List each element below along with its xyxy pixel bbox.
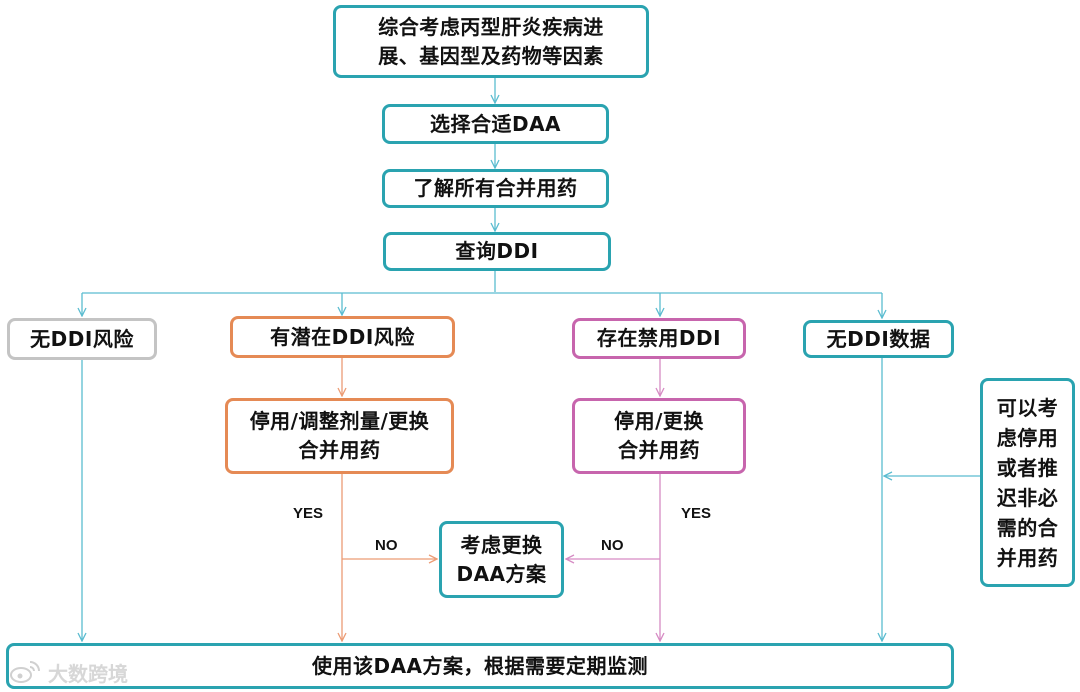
- watermark: 大数跨境: [8, 655, 128, 689]
- node-stop-adjust-replace: 停用/调整剂量/更换 合并用药: [225, 398, 454, 474]
- node-potential-ddi-risk: 有潜在DDI风险: [230, 316, 455, 358]
- node-no-ddi-risk: 无DDI风险: [7, 318, 157, 360]
- node-select-daa: 选择合适DAA: [382, 104, 609, 144]
- weibo-logo-icon: [10, 661, 40, 683]
- node-know-comedications: 了解所有合并用药: [382, 169, 609, 208]
- node-use-daa-monitor: 使用该DAA方案，根据需要定期监测: [6, 643, 954, 689]
- edge-label-no-right: NO: [601, 537, 624, 554]
- watermark-text: 大数跨境: [48, 661, 128, 686]
- node-side-note: 可以考 虑停用 或者推 迟非必 需的合 并用药: [980, 378, 1075, 587]
- node-no-ddi-data: 无DDI数据: [803, 320, 954, 358]
- node-query-ddi: 查询DDI: [383, 232, 611, 271]
- node-contraindicated-ddi: 存在禁用DDI: [572, 318, 746, 359]
- edge-label-yes-left: YES: [293, 505, 324, 522]
- edge-label-no-left: NO: [375, 537, 398, 554]
- node-consider-factors: 综合考虑丙型肝炎疾病进 展、基因型及药物等因素: [333, 5, 649, 78]
- node-stop-replace: 停用/更换 合并用药: [572, 398, 746, 474]
- node-consider-change-daa: 考虑更换 DAA方案: [439, 521, 564, 598]
- edge-label-yes-right: YES: [681, 505, 712, 522]
